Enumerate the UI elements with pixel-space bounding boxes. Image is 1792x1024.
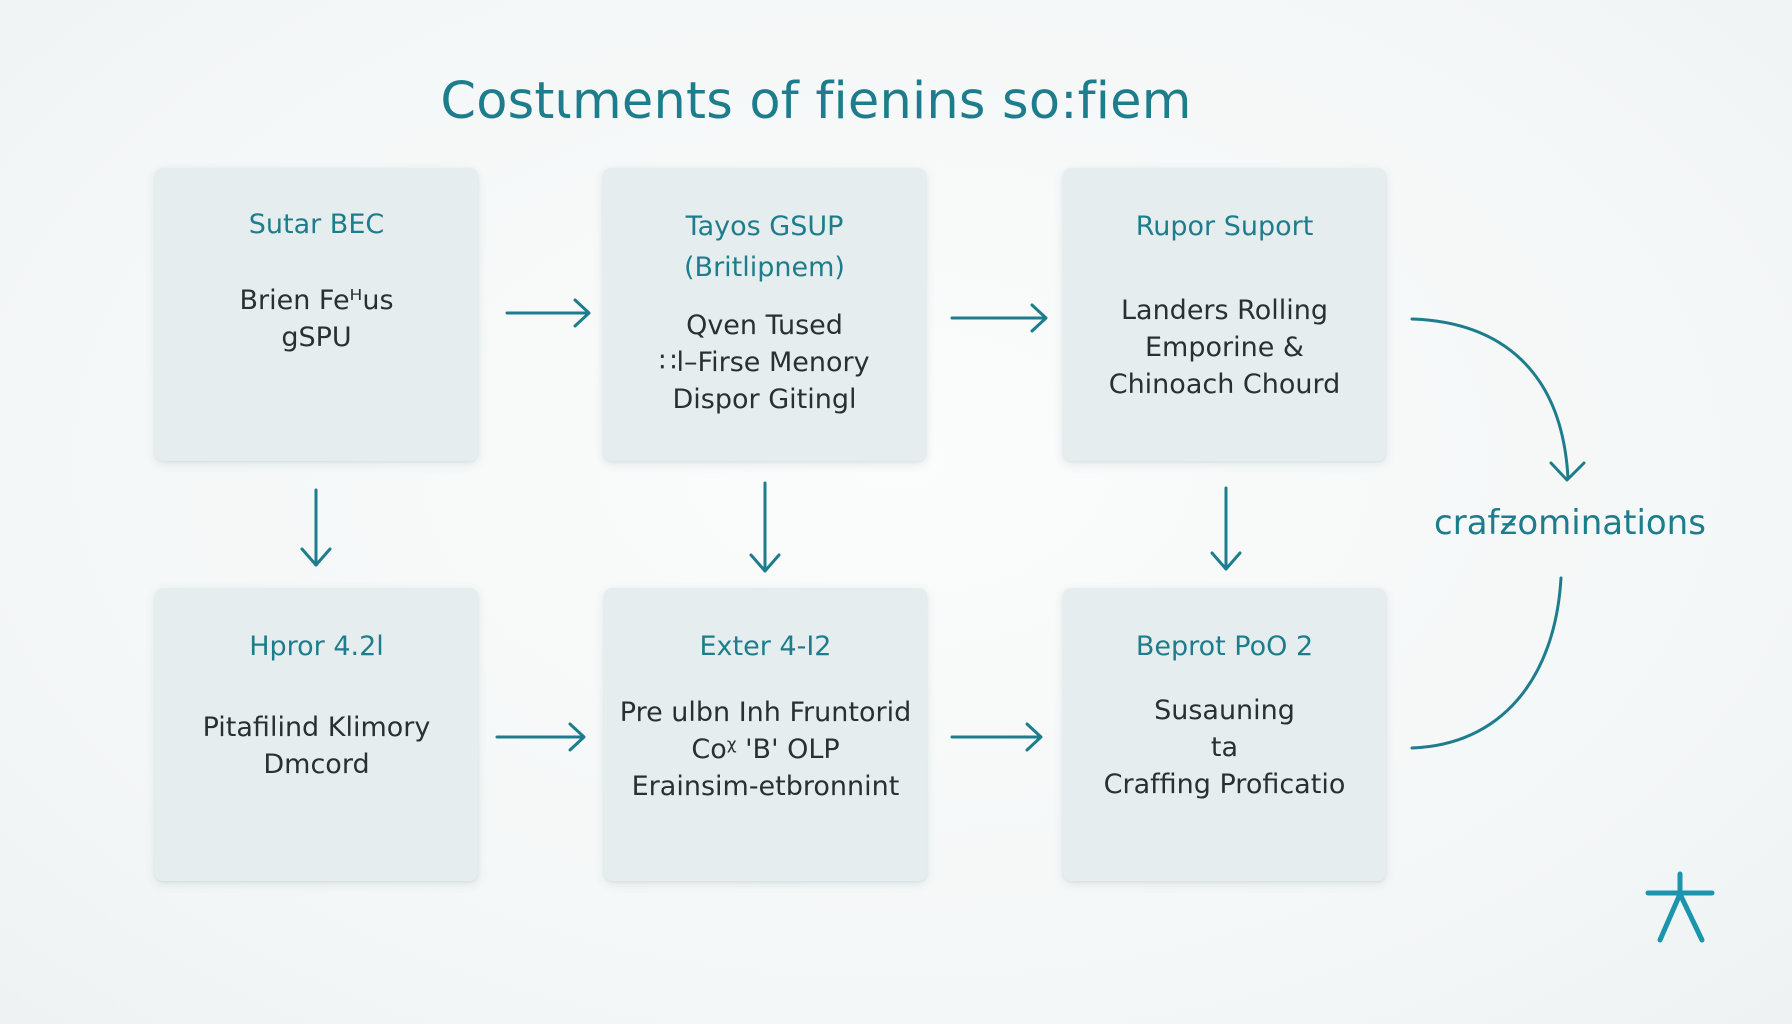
node-5-heading: Exter 4-I2 [699,631,832,662]
node-5-body: Pre ulbn Inh Fruntorid Coᵡ 'B' OLP Erain… [619,697,912,802]
arrow-node2-to-node3 [950,303,1048,333]
node-4-body: Pitafilind Klimory Dmcord [202,712,431,780]
arrow-node5-to-node6 [950,722,1043,752]
arrow-node4-to-node5 [495,722,586,752]
node-3: Rupor Suport Landers Rolling Emporine & … [1063,168,1386,461]
node-1: Sutar BEC Brien Feᵸus gSPU [155,168,478,461]
arrow-node3-to-node6 [1210,486,1242,571]
node-6: Beprot PoO 2 Susauning ta Crafﬁng Profic… [1063,588,1386,881]
node-6-heading: Beprot PoO 2 [1135,631,1314,662]
diagram-title: Costιments of fienins so:fiem [440,72,1192,131]
arrow-node1-to-node4 [300,488,332,567]
side-label: crafƶominations [1434,503,1706,543]
node-2-heading: Tayos GSUP (Britlipnem) [684,211,845,283]
node-4: Hpror 4.2l Pitafilind Klimory Dmcord [155,588,478,881]
arrow-node2-to-node5 [749,481,781,573]
node-1-heading: Sutar BEC [248,209,385,240]
node-5: Exter 4-I2 Pre ulbn Inh Fruntorid Coᵡ 'B… [604,588,927,881]
curve-node3-to-side-label [1410,317,1586,482]
node-2: Tayos GSUP (Britlipnem) Qven Tused ∷l–Fi… [603,168,926,461]
node-4-heading: Hpror 4.2l [249,631,384,662]
node-1-body: Brien Feᵸus gSPU [239,285,394,353]
node-2-body: Qven Tused ∷l–Firse Menory Dispor Giting… [659,310,870,415]
node-3-body: Landers Rolling Emporine & Chinoach Chou… [1108,295,1341,400]
asterisk-person-icon [1645,871,1715,943]
node-3-heading: Rupor Suport [1135,211,1314,242]
arrow-node1-to-node2 [505,298,591,328]
curve-side-label-to-node6 [1410,576,1563,750]
node-6-body: Susauning ta Crafﬁng Proficatio [1103,695,1346,800]
